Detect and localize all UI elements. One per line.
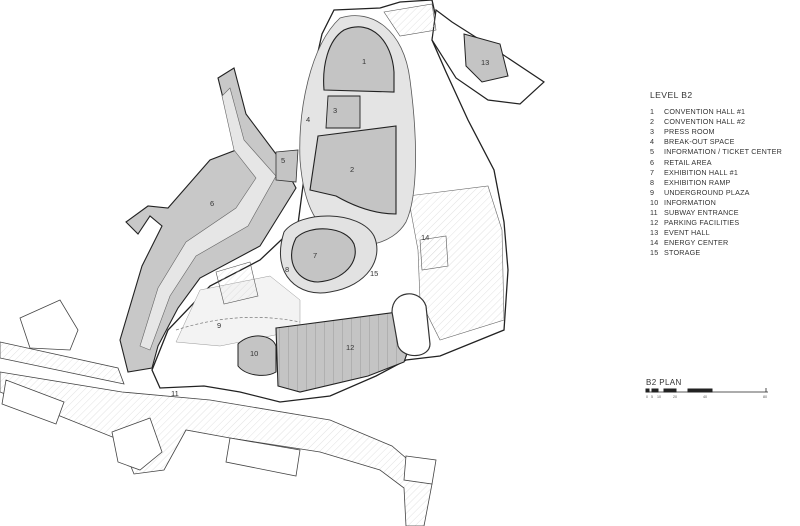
retail-wing bbox=[119, 67, 297, 373]
legend-item: 13 EVENT HALL bbox=[650, 228, 795, 238]
legend-item-label: EVENT HALL bbox=[664, 228, 710, 238]
legend-item-label: UNDERGROUND PLAZA bbox=[664, 187, 750, 197]
subway-corridor bbox=[0, 299, 437, 526]
plan-label-9: 9 bbox=[217, 321, 221, 330]
legend-item-number: 6 bbox=[650, 157, 655, 167]
legend-item: 7 EXHIBITION HALL #1 bbox=[650, 168, 795, 178]
legend-item-number: 4 bbox=[650, 137, 655, 147]
legend-item-label: PRESS ROOM bbox=[664, 127, 715, 137]
legend-item-number: 7 bbox=[650, 167, 655, 177]
legend-item: 8 EXHIBITION RAMP bbox=[650, 178, 795, 188]
legend-item-label: EXHIBITION HALL #1 bbox=[664, 167, 739, 177]
legend-item-number: 3 bbox=[650, 127, 655, 137]
scale-bar bbox=[645, 388, 768, 393]
plan-label-15: 15 bbox=[370, 269, 378, 278]
legend-item-number: 15 bbox=[650, 248, 659, 258]
ticket-center-block bbox=[275, 149, 299, 183]
legend-item-label: INFORMATION bbox=[664, 197, 716, 207]
plan-label-1: 1 bbox=[362, 57, 366, 66]
information-hall bbox=[237, 335, 277, 376]
legend-item-label: STORAGE bbox=[664, 248, 701, 258]
plan-number-labels: 1 2 3 4 5 6 7 8 9 10 11 12 13 14 15 bbox=[171, 57, 489, 398]
parking-ramp bbox=[391, 293, 431, 357]
exhibition-hall-1 bbox=[291, 228, 356, 283]
plan-label-4: 4 bbox=[306, 115, 310, 124]
scale-tick-label: 0 bbox=[646, 395, 648, 399]
legend-item-number: 13 bbox=[650, 228, 659, 238]
plan-label-11: 11 bbox=[171, 389, 179, 398]
convention-hall-1 bbox=[323, 26, 395, 93]
legend-item-number: 2 bbox=[650, 117, 655, 127]
legend-item-number: 8 bbox=[650, 177, 655, 187]
plan-label-6: 6 bbox=[210, 199, 214, 208]
legend-item: 9 UNDERGROUND PLAZA bbox=[650, 188, 795, 198]
legend-item-number: 10 bbox=[650, 197, 659, 207]
scale-bar-labels: 0 5 10 20 40 80 bbox=[646, 395, 771, 401]
legend-title: LEVEL B2 bbox=[650, 90, 693, 100]
event-hall bbox=[463, 33, 509, 83]
legend-item: 10 INFORMATION bbox=[650, 198, 795, 208]
legend-item-number: 1 bbox=[650, 107, 655, 117]
scale-tick-label: 5 bbox=[651, 395, 653, 399]
legend-item-label: ENERGY CENTER bbox=[664, 238, 729, 248]
plan-label-2: 2 bbox=[350, 165, 354, 174]
legend-item: 15 STORAGE bbox=[650, 248, 795, 258]
scale-tick-label: 40 bbox=[703, 395, 707, 399]
convention-hall-2 bbox=[309, 125, 397, 215]
plan-label-3: 3 bbox=[333, 106, 337, 115]
legend-item-number: 5 bbox=[650, 147, 655, 157]
scale-tick-label: 80 bbox=[763, 395, 767, 399]
scale-tick-label: 10 bbox=[657, 395, 661, 399]
legend-item-number: 14 bbox=[650, 238, 659, 248]
north-entrance bbox=[383, 3, 437, 37]
energy-center-zone bbox=[407, 185, 505, 341]
plan-label-5: 5 bbox=[281, 156, 285, 165]
legend-item-label: EXHIBITION RAMP bbox=[664, 177, 731, 187]
legend-item-number: 11 bbox=[650, 208, 658, 218]
legend-item-label: SUBWAY ENTRANCE bbox=[664, 208, 739, 218]
press-room bbox=[325, 95, 361, 129]
legend-item: 2 CONVENTION HALL #2 bbox=[650, 117, 795, 127]
legend-item-label: PARKING FACILITIES bbox=[664, 218, 740, 228]
plan-label-13: 13 bbox=[481, 58, 489, 67]
legend-item: 6 RETAIL AREA bbox=[650, 158, 795, 168]
legend-item: 11 SUBWAY ENTRANCE bbox=[650, 208, 795, 218]
legend-item: 14 ENERGY CENTER bbox=[650, 238, 795, 248]
legend-item-label: INFORMATION / TICKET CENTER bbox=[664, 147, 783, 157]
plan-label-14: 14 bbox=[421, 233, 429, 242]
plan-label-10: 10 bbox=[250, 349, 258, 358]
legend-item: 4 BREAK-OUT SPACE bbox=[650, 137, 795, 147]
legend-item: 12 PARKING FACILITIES bbox=[650, 218, 795, 228]
legend-item: 1 CONVENTION HALL #1 bbox=[650, 107, 795, 117]
plan-label-12: 12 bbox=[346, 343, 354, 352]
legend-item: 5 INFORMATION / TICKET CENTER bbox=[650, 147, 795, 157]
plaza-path bbox=[175, 317, 301, 331]
legend-item: 3 PRESS ROOM bbox=[650, 127, 795, 137]
scale-bar-title: B2 PLAN bbox=[646, 378, 682, 387]
core-blocks bbox=[215, 235, 449, 305]
legend-item-label: BREAK-OUT SPACE bbox=[664, 137, 735, 147]
plan-label-7: 7 bbox=[313, 251, 317, 260]
legend-item-label: CONVENTION HALL #1 bbox=[664, 107, 746, 117]
legend-item-number: 12 bbox=[650, 218, 659, 228]
legend-item-number: 9 bbox=[650, 187, 655, 197]
legend-item-label: RETAIL AREA bbox=[664, 157, 712, 167]
scale-tick-label: 20 bbox=[673, 395, 677, 399]
legend-item-label: CONVENTION HALL #2 bbox=[664, 117, 746, 127]
plan-legend: LEVEL B2 1 CONVENTION HALL #1 2 CONVENTION … bbox=[650, 90, 795, 259]
plan-label-8: 8 bbox=[285, 265, 289, 274]
